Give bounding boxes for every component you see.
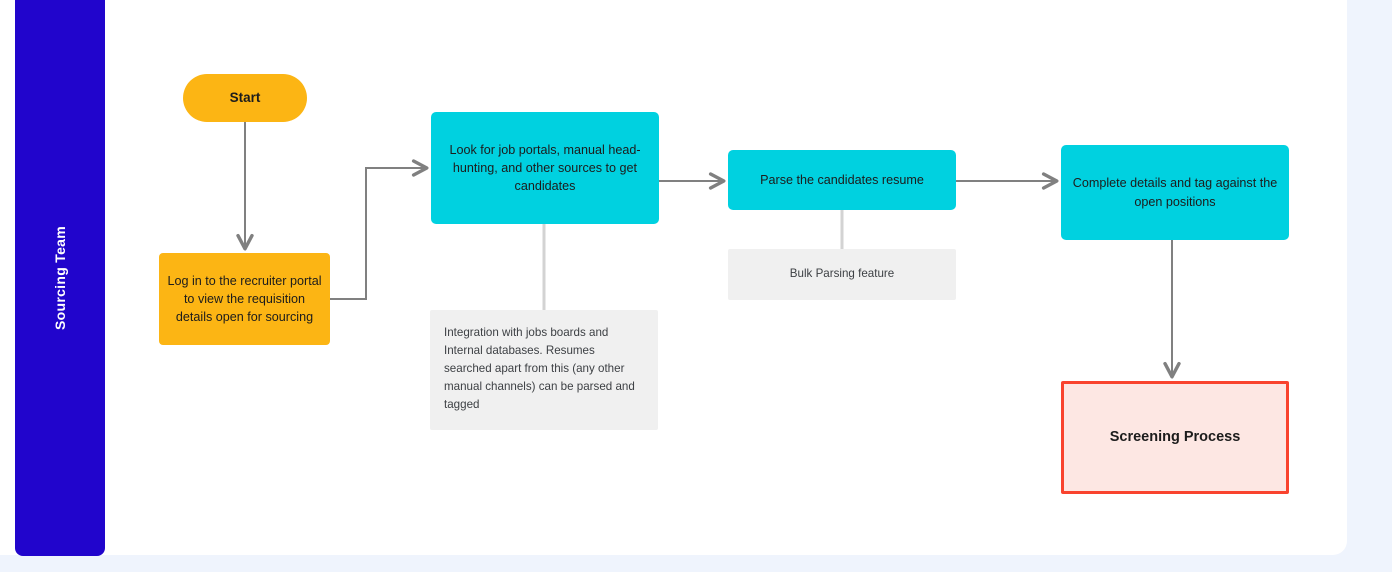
note-bulk-parsing[interactable]: Bulk Parsing feature <box>728 249 956 300</box>
swimlane-label: Sourcing Team <box>52 226 68 330</box>
node-screening-process[interactable]: Screening Process <box>1061 381 1289 494</box>
node-sourcing-label: Look for job portals, manual head-huntin… <box>449 142 641 194</box>
node-login-label: Log in to the recruiter portal to view t… <box>167 273 322 325</box>
swimlane-sourcing-team: Sourcing Team <box>15 0 105 556</box>
node-start[interactable]: Start <box>183 74 307 122</box>
node-parse-candidates-resume[interactable]: Parse the candidates resume <box>728 150 956 210</box>
note-bulk-text: Bulk Parsing feature <box>789 267 895 281</box>
node-login-recruiter-portal[interactable]: Log in to the recruiter portal to view t… <box>159 253 330 345</box>
note-integration-details[interactable]: Integration with jobs boards and Interna… <box>430 310 658 430</box>
node-start-label: Start <box>229 90 261 106</box>
note-integration-text: Integration with jobs boards and Interna… <box>444 326 635 411</box>
node-parse-label: Parse the candidates resume <box>760 172 924 187</box>
node-complete-label: Complete details and tag against the ope… <box>1072 176 1278 209</box>
node-complete-details-and-tag[interactable]: Complete details and tag against the ope… <box>1061 145 1289 240</box>
node-look-for-job-portals[interactable]: Look for job portals, manual head-huntin… <box>431 112 659 224</box>
node-screening-label: Screening Process <box>1109 428 1241 445</box>
